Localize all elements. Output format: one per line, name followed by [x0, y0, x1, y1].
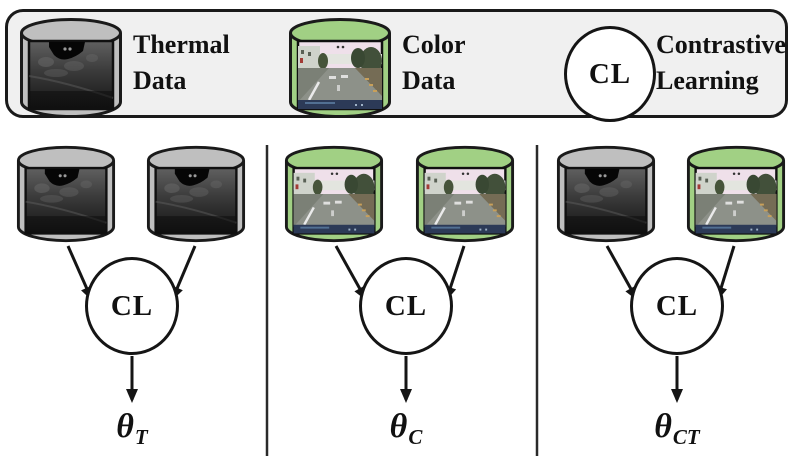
legend-label-thermal-line1: Thermal	[133, 30, 230, 59]
legend-label-color-line2: Data	[402, 66, 456, 95]
theta-subscript: CT	[672, 425, 700, 449]
theta-subscript: C	[408, 425, 423, 449]
cl-circle: CL	[359, 257, 453, 355]
color-data-icon	[412, 144, 518, 244]
cl-circle: CL	[85, 257, 179, 355]
legend-label-contrastive-line2: Learning	[656, 66, 759, 95]
cl-label: CL	[110, 289, 154, 322]
theta-symbol: θ	[116, 408, 134, 445]
thermal-data-icon	[143, 144, 249, 244]
color-data-icon	[284, 16, 396, 120]
cl-label: CL	[384, 289, 428, 322]
theta-symbol: θ	[654, 408, 672, 445]
legend-label-contrastive-line1: Contrastive	[656, 30, 786, 59]
cl-circle-legend: CL	[564, 26, 656, 122]
legend-label-thermal: Thermal Data	[133, 27, 230, 99]
legend-label-color-line1: Color	[402, 30, 466, 59]
cl-label: CL	[588, 57, 632, 90]
legend-box: Thermal Data Color Data CL Contrastive L…	[5, 9, 788, 122]
thermal-data-icon	[553, 144, 659, 244]
legend-label-contrastive: Contrastive Learning	[656, 27, 786, 99]
thermal-data-icon	[15, 16, 127, 120]
output-theta-c: θC	[390, 408, 423, 450]
cl-circle: CL	[630, 257, 724, 355]
legend-label-thermal-line2: Data	[133, 66, 187, 95]
cl-label: CL	[655, 289, 699, 322]
theta-subscript: T	[134, 425, 148, 449]
legend-label-color: Color Data	[402, 27, 466, 99]
color-data-icon	[683, 144, 789, 244]
thermal-data-icon	[13, 144, 119, 244]
output-theta-ct: θCT	[654, 408, 700, 450]
output-theta-t: θT	[116, 408, 147, 450]
theta-symbol: θ	[389, 408, 408, 445]
color-data-icon	[281, 144, 387, 244]
